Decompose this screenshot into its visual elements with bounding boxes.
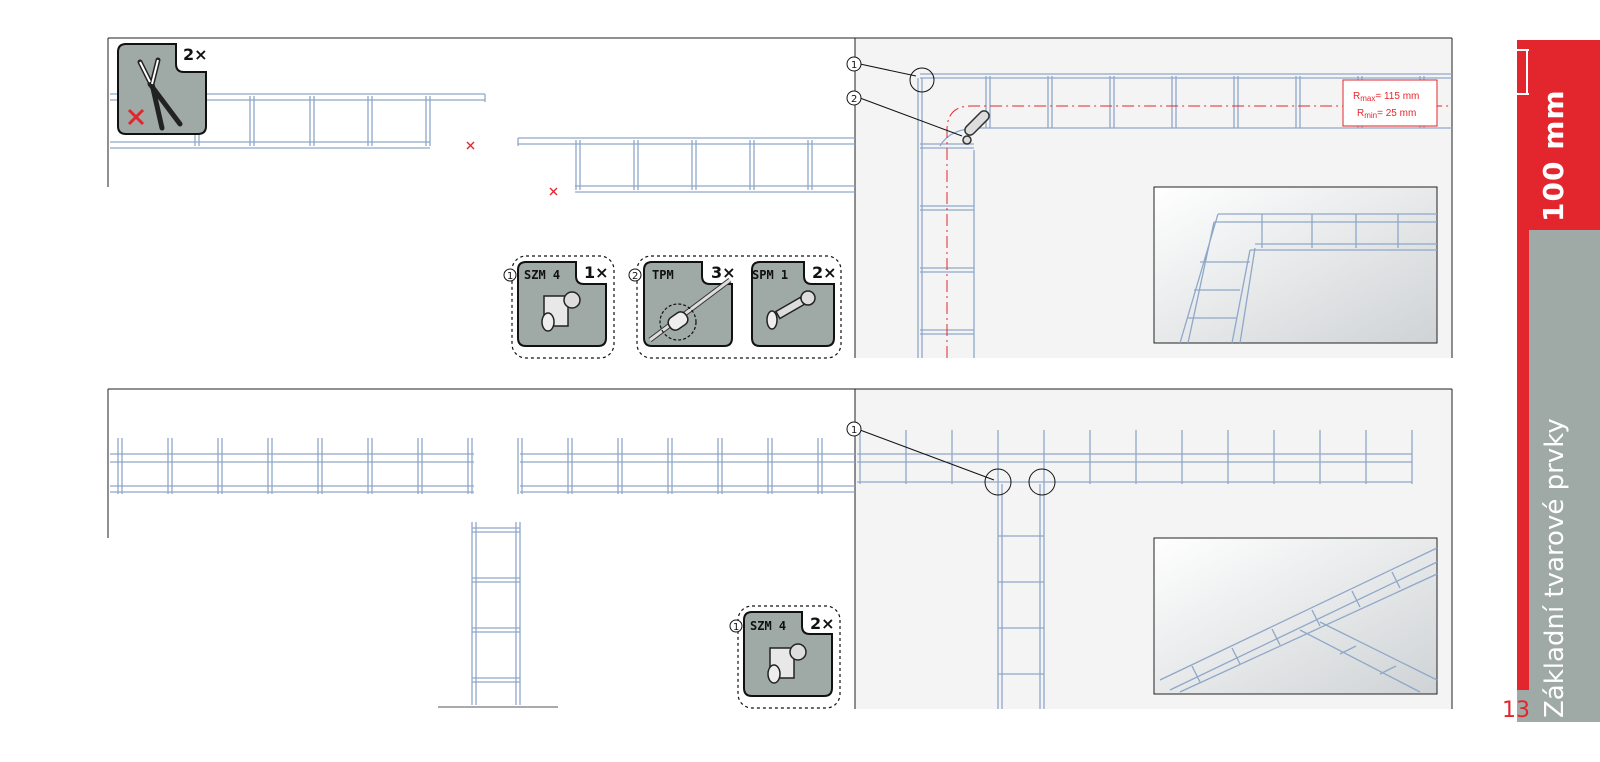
connector: [962, 110, 990, 145]
hardware-kit-szm4: [511, 255, 615, 359]
kit-callout: 1: [733, 622, 739, 633]
assembled-tee-tray: [857, 430, 1413, 709]
top-panel: 2× 1 SZM 4 1× 2 TPM 3× SP: [107, 37, 1453, 359]
bolt-cutter-icon: [117, 43, 207, 135]
kit-callout: 2: [632, 271, 638, 282]
kit-count: 2×: [810, 614, 835, 633]
cable-tray-branch: [471, 522, 521, 705]
kit-count: 1×: [584, 263, 609, 282]
kit-label: SPM 1: [752, 268, 788, 282]
radius-max: Rmax= 115 mm: [1353, 91, 1419, 103]
photo-inset-corner: [1153, 186, 1438, 344]
section-title: Základní tvarové prvky: [1540, 418, 1570, 718]
cable-tray-segment: [517, 137, 855, 193]
kit-count: 2×: [812, 263, 837, 282]
section-accent-strip: [1517, 230, 1529, 690]
callout-number: 1: [851, 60, 857, 71]
hardware-kit-tpm-spm1: [636, 255, 842, 359]
kit-callout: 1: [507, 271, 513, 282]
kit-count: 3×: [711, 263, 736, 282]
page-number: 13: [1502, 698, 1530, 723]
radius-spec-box: [1342, 79, 1438, 127]
tray-profile-icon: [1509, 49, 1529, 95]
callout-number: 2: [851, 94, 857, 105]
callout-number: 1: [851, 425, 857, 436]
cable-tray-segment: [110, 438, 855, 494]
callout-circle: [984, 468, 1012, 496]
size-label: 100 mm: [1537, 89, 1570, 222]
radius-min: Rmin= 25 mm: [1357, 108, 1416, 120]
cut-mark: [466, 141, 558, 196]
kit-label: SZM 4: [524, 268, 560, 282]
bottom-panel: 1 SZM 4 2× 1: [107, 388, 1453, 709]
photo-inset-tee: [1153, 537, 1438, 695]
callout-circle: [1028, 468, 1056, 496]
kit-label: SZM 4: [750, 619, 786, 633]
kit-label: TPM: [652, 268, 674, 282]
hardware-kit-szm4: [737, 605, 841, 709]
section-tab: [1517, 230, 1600, 722]
cutter-count: 2×: [183, 45, 208, 64]
size-tab: [1517, 40, 1600, 230]
callout-circle: [909, 67, 935, 93]
